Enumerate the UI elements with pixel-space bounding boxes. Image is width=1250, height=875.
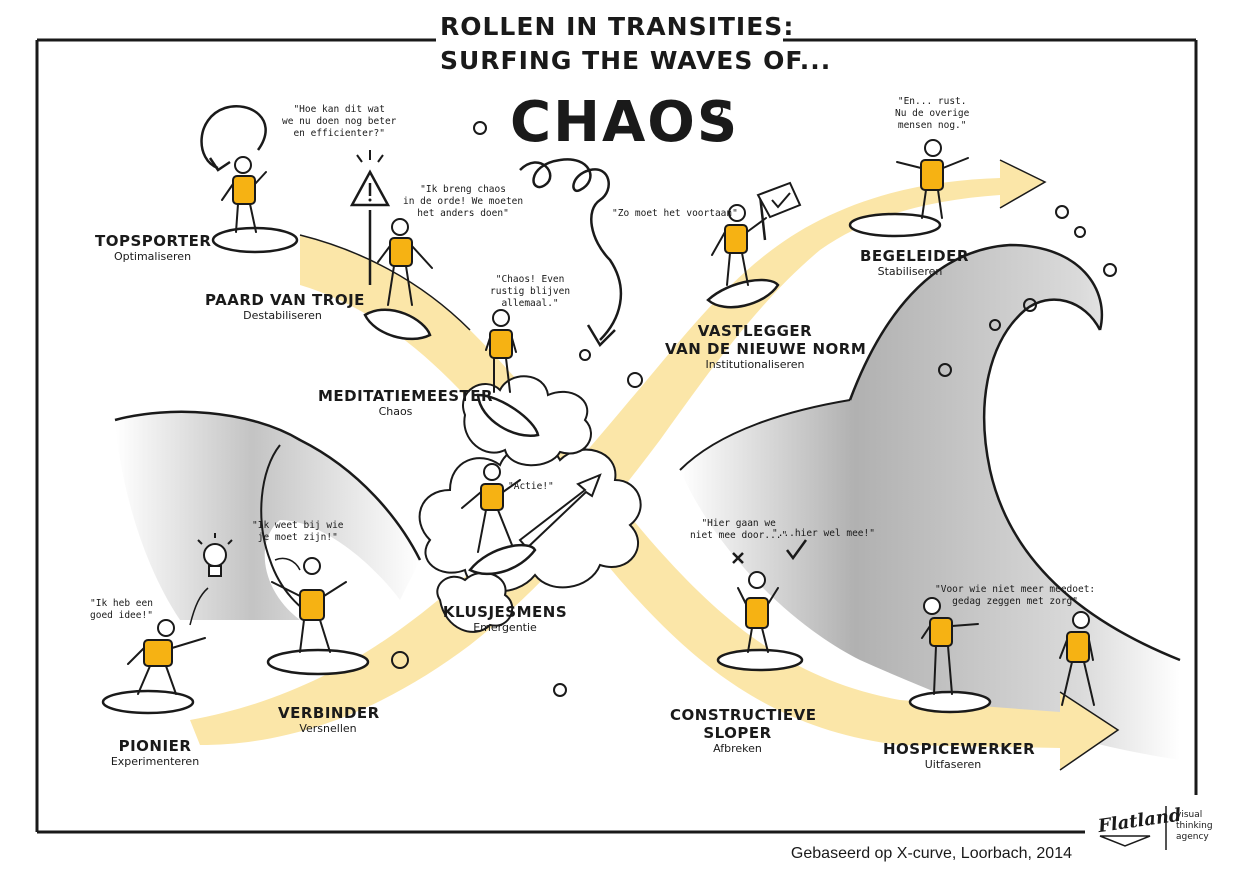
arrow-icon (274, 557, 301, 571)
quote-sloper-no: "Hier gaan we niet mee door..." (690, 518, 788, 541)
role-sub: Afbreken (713, 742, 762, 755)
title-line-1: ROLLEN IN TRANSITIES: (440, 12, 795, 41)
role-constructieve-sloper: CONSTRUCTIEVE SLOPER Afbreken (670, 706, 817, 756)
arrow-icon (189, 587, 209, 626)
splash-drops (391, 102, 1117, 697)
quote-paard-van-troje: "Ik breng chaos in de orde! We moeten he… (403, 184, 524, 219)
role-pionier: PIONIER Experimenteren (105, 737, 205, 769)
role-sub: Stabiliseren (877, 265, 943, 278)
chaos-squiggle (519, 158, 623, 341)
surfer-heads (157, 139, 1090, 637)
role-name-2: SLOPER (703, 724, 772, 742)
warning-icon (349, 150, 391, 285)
role-klusjesmens: KLUSJESMENS Emergentie (440, 603, 570, 635)
quote-meditatiemeester: "Chaos! Even rustig blijven allemaal." (490, 274, 571, 309)
arrow-icon (586, 324, 616, 348)
logo-tagline: visual thinking agency (1176, 810, 1213, 842)
role-sub: Emergentie (473, 621, 537, 634)
quote-hospicewerker: "Voor wie niet meer meedoet: gedag zegge… (935, 584, 1096, 607)
quote-verbinder: "Ik weet bij wie je moet zijn!" (252, 520, 344, 543)
role-sub: Optimaliseren (113, 250, 192, 263)
quote-pionier: "Ik heb een goed idee!" (90, 598, 153, 621)
role-sub: Experimenteren (110, 755, 200, 768)
lightbulb-icon (197, 533, 233, 577)
role-name: TOPSPORTER (95, 232, 212, 250)
quote-sloper-yes: "...hier wel mee!" (772, 528, 875, 539)
chaos-heading: CHAOS (510, 90, 740, 155)
source-caption: Gebaseerd op X-curve, Loorbach, 2014 (790, 845, 1072, 862)
quote-klusjesmens: "Actie!" (508, 481, 554, 492)
x-curve-bands (190, 160, 1118, 770)
role-hospicewerker: HOSPICEWERKER Uitfaseren (883, 740, 1036, 772)
role-name: BEGELEIDER (860, 247, 969, 265)
role-name-2: VAN DE NIEUWE NORM (665, 340, 867, 358)
flag-check-icon (756, 181, 802, 241)
role-sub: Institutionaliseren (705, 358, 805, 371)
arrow-icon (518, 473, 602, 550)
left-wave (114, 410, 422, 621)
role-sub: Uitfaseren (924, 758, 982, 771)
role-name: KLUSJESMENS (442, 603, 568, 621)
arrow-icon (200, 105, 267, 170)
role-name: PAARD VAN TROJE (205, 291, 365, 309)
role-meditatiemeester: MEDITATIEMEESTER Chaos (318, 387, 494, 419)
role-name: PIONIER (118, 737, 192, 755)
surfboards (101, 212, 992, 715)
role-verbinder: VERBINDER Versnellen (278, 704, 380, 736)
role-name: MEDITATIEMEESTER (318, 387, 494, 405)
arrow-icon (208, 157, 231, 172)
role-paard-van-troje: PAARD VAN TROJE Destabiliseren (205, 291, 365, 323)
cross-icon (732, 552, 744, 564)
role-sub: Chaos (378, 405, 413, 418)
right-wave (679, 243, 1181, 760)
quote-topsporter: "Hoe kan dit wat we nu doen nog beter en… (282, 104, 397, 139)
title-line-2: SURFING THE WAVES OF... (440, 46, 832, 75)
quote-vastlegger: "Zo moet het voortaan" (612, 208, 738, 219)
role-name: VASTLEGGER (697, 322, 813, 340)
quote-begeleider: "En... rust. Nu de overige mensen nog." (895, 96, 970, 131)
role-begeleider: BEGELEIDER Stabiliseren (860, 247, 969, 279)
surfer-shirts (143, 159, 1090, 667)
role-sub: Destabiliseren (243, 309, 322, 322)
frame (35, 38, 1198, 834)
role-name: HOSPICEWERKER (883, 740, 1036, 758)
check-icon (786, 539, 808, 561)
role-topsporter: TOPSPORTER Optimaliseren (95, 232, 212, 264)
role-sub: Versnellen (299, 722, 357, 735)
role-name: VERBINDER (278, 704, 380, 722)
role-name: CONSTRUCTIEVE (670, 706, 817, 724)
surfer-limbs (127, 157, 1095, 706)
x-curve-outline (299, 159, 1120, 771)
logo-underline (1099, 835, 1151, 847)
role-vastlegger: VASTLEGGER VAN DE NIEUWE NORM Institutio… (665, 322, 867, 372)
